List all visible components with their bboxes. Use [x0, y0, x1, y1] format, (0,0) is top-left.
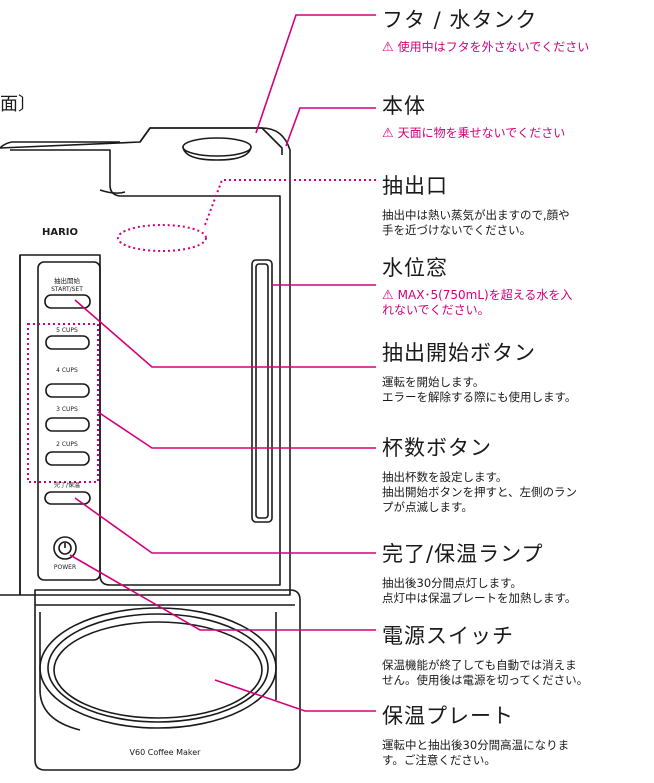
- part-title: 本体: [382, 94, 426, 118]
- part-title: 保温プレート: [382, 704, 514, 728]
- start-label-jp: 抽出開始: [54, 276, 81, 285]
- cup-button-3: [45, 417, 90, 432]
- keep-warm-label: 完了/保温: [54, 481, 80, 489]
- cup-label-2: 2 CUPS: [56, 441, 78, 448]
- spout-highlight: [117, 224, 207, 252]
- part-spout: 抽出口抽出中は熱い蒸気が出ますので,顔や 手を近づけないでください。: [382, 170, 650, 238]
- base-outline: [34, 589, 301, 771]
- leader-cups: [97, 411, 376, 449]
- part-description: 保温機能が終了しても自動では消えま せん。使用後は電源を切ってください。: [382, 658, 589, 687]
- part-body: 本体 ⚠天面に物を乗せないでください: [382, 90, 650, 141]
- part-description: 抽出杯数を設定します。 抽出開始ボタンを押すと、左側のラン プが点滅します。: [382, 470, 578, 514]
- leader-plate: [214, 679, 376, 712]
- control-strip: [37, 261, 101, 581]
- part-description: 運転中と抽出後30分間高温になりま す。ご注意ください。: [382, 738, 570, 767]
- leader-spout: [204, 179, 376, 226]
- leader-power: [69, 554, 376, 631]
- cup-label-4: 4 CUPS: [56, 367, 78, 374]
- part-warning: ⚠使用中はフタを外さないでください: [382, 40, 650, 55]
- power-label: POWER: [54, 564, 76, 571]
- part-warming-plate: 保温プレート運転中と抽出後30分間高温になりま す。ご注意ください。: [382, 700, 650, 768]
- warning-text: MAX･5(750mL)を超える水を入 れないでください。: [382, 288, 573, 317]
- start-label-en: START/SET: [51, 286, 83, 293]
- leader-lamp: [74, 497, 376, 554]
- part-lid-water-tank: フタ / 水タンク ⚠使用中はフタを外さないでください: [382, 4, 650, 55]
- leader-body: [285, 107, 376, 147]
- warning-text: 天面に物を乗せないでください: [397, 126, 566, 140]
- lid-knob: [182, 137, 252, 157]
- cup-button-2: [45, 451, 90, 466]
- front-panel: [10, 149, 281, 595]
- cup-button-4: [45, 383, 90, 398]
- warning-icon: ⚠: [382, 288, 394, 303]
- part-title: フタ / 水タンク: [382, 8, 538, 32]
- side-label: 面〕: [0, 94, 36, 115]
- part-description: 抽出後30分間点灯します。 点灯中は保温プレートを加熱します。: [382, 576, 577, 605]
- keep-warm-lamp: [44, 491, 91, 505]
- part-power-switch: 電源スイッチ保温機能が終了しても自動では消えま せん。使用後は電源を切ってくださ…: [382, 620, 650, 688]
- lid-outline: [139, 127, 283, 155]
- part-title: 杯数ボタン: [382, 436, 492, 460]
- part-title: 水位窓: [382, 256, 448, 280]
- water-window: [251, 259, 273, 523]
- part-keep-warm-lamp: 完了/保温ランプ抽出後30分間点灯します。 点灯中は保温プレートを加熱します。: [382, 538, 650, 606]
- brand-logo: HARIO: [42, 227, 78, 238]
- warming-plate: [39, 607, 277, 729]
- part-title: 抽出開始ボタン: [382, 341, 536, 365]
- body-top: [0, 141, 120, 149]
- warning-icon: ⚠: [382, 126, 394, 141]
- part-title: 抽出口: [382, 174, 448, 198]
- part-water-window: 水位窓 ⚠MAX･5(750mL)を超える水を入 れないでください。: [382, 252, 650, 318]
- start-button: [44, 294, 91, 309]
- part-start-button: 抽出開始ボタン運転を開始します。 エラーを解除する際にも使用します。: [382, 337, 650, 405]
- power-button: [53, 536, 77, 560]
- leader-start: [74, 299, 376, 368]
- warning-text: 使用中はフタを外さないでください: [397, 40, 590, 54]
- part-title: 完了/保温ランプ: [382, 542, 544, 566]
- part-title: 電源スイッチ: [382, 624, 514, 648]
- model-label: V60 Coffee Maker: [130, 748, 202, 757]
- cup-label-5: 5 CUPS: [56, 327, 78, 334]
- part-description: 運転を開始します。 エラーを解除する際にも使用します。: [382, 375, 577, 404]
- part-warning: ⚠MAX･5(750mL)を超える水を入 れないでください。: [382, 288, 650, 318]
- cup-label-3: 3 CUPS: [56, 406, 78, 413]
- cup-buttons-highlight: [27, 323, 99, 483]
- cup-button-5: [45, 335, 90, 350]
- warning-icon: ⚠: [382, 40, 394, 55]
- part-warning: ⚠天面に物を乗せないでください: [382, 126, 650, 141]
- part-cup-buttons: 杯数ボタン抽出杯数を設定します。 抽出開始ボタンを押すと、左側のラン プが点滅し…: [382, 432, 650, 515]
- part-description: 抽出中は熱い蒸気が出ますので,顔や 手を近づけないでください。: [382, 208, 570, 237]
- leader-lid: [255, 14, 376, 134]
